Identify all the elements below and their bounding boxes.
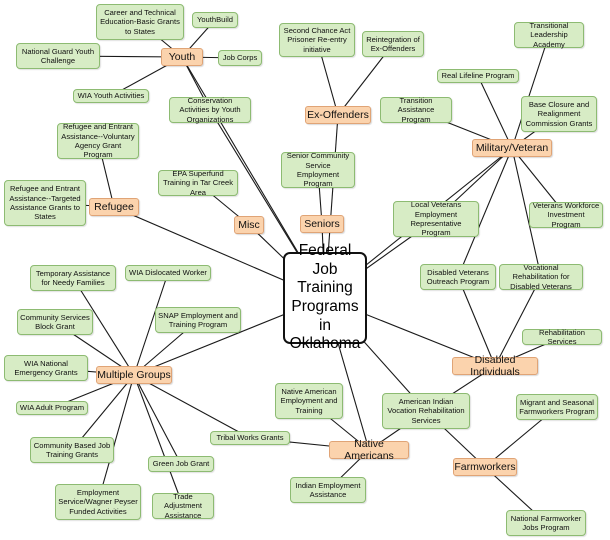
program-base-closure-realignment: Base Closure and Realignment Commission … bbox=[521, 96, 597, 132]
connector-c-disabled-p-vocrehab bbox=[494, 276, 542, 367]
category-ex-offenders: Ex-Offenders bbox=[305, 106, 371, 124]
category-military-veteran: Military/Veteran bbox=[472, 139, 552, 157]
connector-c-multi-p-esfunded bbox=[97, 374, 135, 503]
category-misc: Misc bbox=[234, 216, 264, 234]
program-migrant-seasonal-farmworkers: Migrant and Seasonal Farmworkers Program bbox=[516, 394, 598, 420]
category-disabled-individuals: Disabled Individuals bbox=[452, 354, 538, 378]
program-refugee-targeted-assistance: Refugee and Entrant Assistance--Targeted… bbox=[4, 180, 86, 226]
program-wia-adult: WIA Adult Program bbox=[16, 401, 88, 415]
program-national-guard-youth-challenge: National Guard Youth Challenge bbox=[16, 43, 100, 69]
connector-c-mil-p-vocrehab bbox=[511, 147, 542, 278]
program-community-based-job-training: Community Based Job Training Grants bbox=[30, 437, 114, 463]
program-transitional-leadership-academy: Transitional Leadership Academy bbox=[514, 21, 584, 49]
program-tribal-works-grants: Tribal Works Grants bbox=[210, 431, 290, 445]
program-job-corps: Job Corps bbox=[218, 50, 262, 66]
program-american-indian-vocational-rehabilitation: American Indian Vocation Rehabilitation … bbox=[382, 393, 470, 429]
category-native-americans: Native Americans bbox=[329, 438, 409, 462]
category-youth: Youth bbox=[161, 48, 203, 66]
program-snap-employment-training: SNAP Employment and Training Program bbox=[155, 307, 241, 333]
category-seniors: Seniors bbox=[300, 215, 344, 233]
program-employment-service-wagner-peyser: Employment Service/Wagner Peyser Funded … bbox=[55, 484, 141, 520]
program-vocational-rehab-disabled-veterans: Vocational Rehabilitation for Disabled V… bbox=[499, 263, 583, 291]
program-wia-dislocated-worker: WIA Dislocated Worker bbox=[125, 265, 211, 281]
category-multiple-groups: Multiple Groups bbox=[96, 366, 172, 384]
connector-c-multi-p-wiadislocated bbox=[133, 272, 169, 376]
program-refugee-voluntary-agency: Refugee and Entrant Assistance--Voluntar… bbox=[57, 122, 139, 159]
program-second-chance-act: Second Chance Act Prisoner Re-entry init… bbox=[279, 23, 355, 57]
program-national-farmworker-jobs: National Farmworker Jobs Program bbox=[506, 510, 586, 536]
connector-c-disabled-p-dvop bbox=[457, 276, 496, 367]
program-temporary-assistance-needy-families: Temporary Assistance for Needy Families bbox=[30, 265, 116, 291]
program-wia-national-emergency-grants: WIA National Emergency Grants bbox=[4, 355, 88, 381]
program-reintegration-ex-offenders: Reintegration of Ex-Offenders bbox=[362, 31, 424, 57]
program-youthbuild: YouthBuild bbox=[192, 12, 238, 28]
program-native-american-employment-training: Native American Employment and Training bbox=[275, 383, 343, 419]
connector-c-mil-p-reallifeline bbox=[477, 75, 513, 149]
category-farmworkers: Farmworkers bbox=[453, 458, 517, 476]
program-real-lifeline: Real Lifeline Program bbox=[437, 69, 519, 83]
program-green-job-grant: Green Job Grant bbox=[148, 456, 214, 472]
connector-c-mil-p-dvop bbox=[457, 147, 513, 278]
program-conservation-activities: Conservation Activities by Youth Organiz… bbox=[169, 96, 251, 124]
connector-c-multi-p-taa bbox=[133, 374, 184, 507]
program-trade-adjustment-assistance: Trade Adjustment Assistance bbox=[152, 492, 214, 520]
program-career-technical-education: Career and Technical Education-Basic Gra… bbox=[96, 4, 184, 40]
center-node: Federal Job Training Programs in Oklahom… bbox=[283, 242, 367, 352]
connector-c-mil-p-transleader bbox=[511, 34, 550, 149]
connector-c-multi-p-tribal bbox=[133, 374, 251, 439]
category-refugee: Refugee bbox=[89, 198, 139, 216]
program-transition-assistance: Transition Assistance Program bbox=[380, 96, 452, 124]
program-wia-youth-activities: WIA Youth Activities bbox=[73, 89, 149, 103]
program-local-veterans-employment: Local Veterans Employment Representative… bbox=[393, 200, 479, 237]
program-senior-community-service: Senior Community Service Employment Prog… bbox=[281, 151, 355, 188]
program-indian-employment-assistance: Indian Employment Assistance bbox=[290, 477, 366, 503]
program-epa-superfund-training: EPA Superfund Training in Tar Creek Area bbox=[158, 169, 238, 197]
program-rehabilitation-services: Rehabilitation Services bbox=[522, 328, 602, 346]
program-veterans-workforce-investment: Veterans Workforce Investment Program bbox=[529, 201, 603, 229]
connector-c-multi-p-tanf bbox=[72, 277, 135, 376]
program-disabled-veterans-outreach: Disabled Veterans Outreach Program bbox=[420, 264, 496, 290]
connector-c-multi-p-greenjob bbox=[133, 374, 182, 465]
program-community-services-block-grant: Community Services Block Grant bbox=[17, 309, 93, 335]
